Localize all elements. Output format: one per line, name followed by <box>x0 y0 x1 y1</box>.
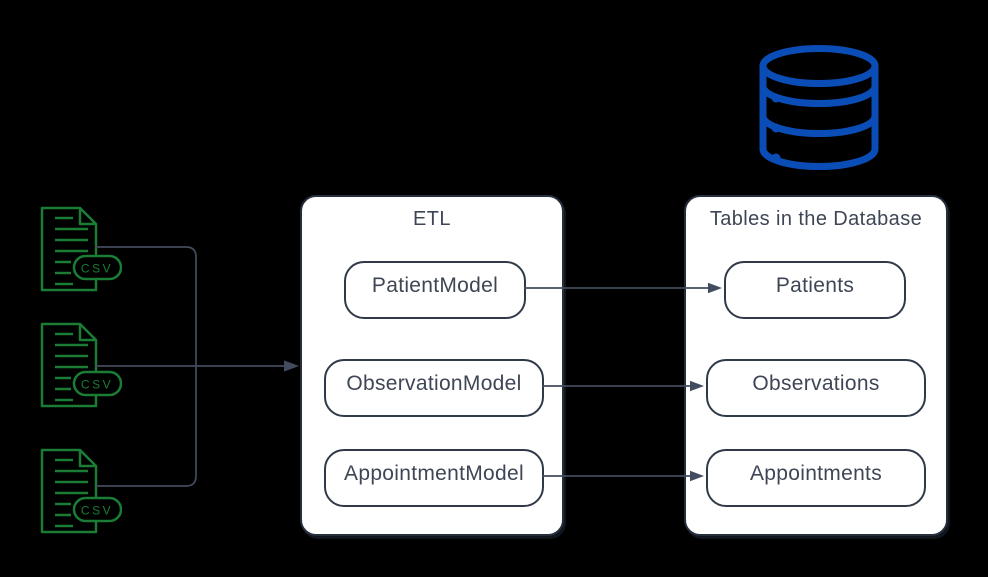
patient-model-label: PatientModel <box>371 273 499 297</box>
document-fold <box>78 208 96 226</box>
appointment-model-label: AppointmentModel <box>344 461 524 485</box>
database-cylinder-icon <box>759 45 879 170</box>
observation-model-label: ObservationModel <box>346 371 522 395</box>
observation-model-node: ObservationModel <box>324 359 544 417</box>
csv-badge-label: CSV <box>81 504 113 518</box>
etl-panel-title: ETL <box>413 208 451 230</box>
document-fold <box>78 450 96 468</box>
appointments-table-label: Appointments <box>749 461 882 485</box>
csv-badge <box>72 496 122 523</box>
csv-badge-label: CSV <box>81 378 113 392</box>
csv-file-icon: CSV <box>40 322 122 408</box>
observations-table-label: Observations <box>752 371 880 395</box>
etl-panel: ETL PatientModel ObservationModel Appoin… <box>300 195 564 536</box>
observations-table-node: Observations <box>706 359 926 417</box>
database-tables-panel-title: Tables in the Database <box>709 208 923 230</box>
csv-file-icon: CSV <box>40 206 122 292</box>
patient-model-node: PatientModel <box>344 261 526 319</box>
patients-table-node: Patients <box>724 261 906 319</box>
appointments-table-node: Appointments <box>706 449 926 507</box>
csv-file-icon: CSV <box>40 448 122 534</box>
csv-to-etl-arrowhead <box>284 360 299 372</box>
database-tables-panel: Tables in the Database Patients Observat… <box>684 195 948 536</box>
csv-badge-label: CSV <box>81 262 113 276</box>
patients-table-label: Patients <box>775 273 855 297</box>
appointment-model-node: AppointmentModel <box>324 449 544 507</box>
document-fold <box>78 324 96 342</box>
